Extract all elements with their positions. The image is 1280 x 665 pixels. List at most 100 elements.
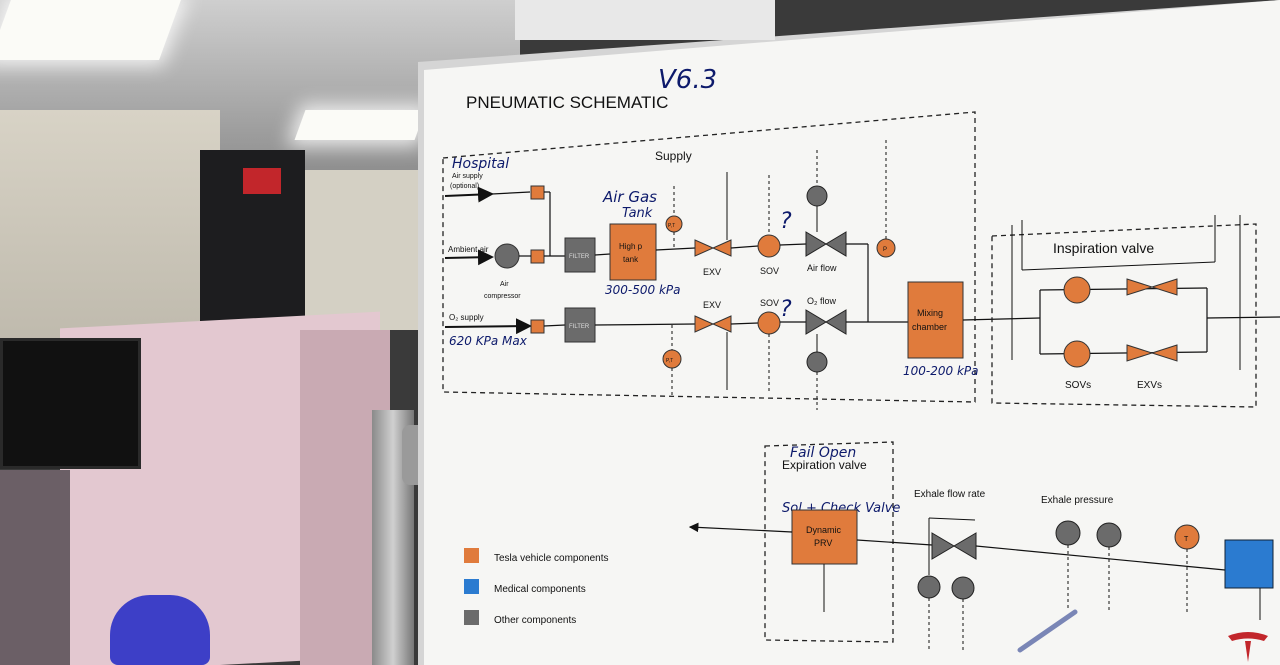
legend-label-tesla: Tesla vehicle components <box>494 553 609 564</box>
pipe <box>655 247 696 251</box>
office-wall <box>0 110 220 360</box>
legend-swatch-tesla <box>464 548 479 563</box>
tank-handwritten: Tank <box>622 206 653 221</box>
air-gas-handwritten: Air Gas <box>602 188 657 206</box>
legend: Tesla vehicle components Medical compone… <box>464 548 609 626</box>
o2-filter-label: FILTER <box>569 324 590 330</box>
o2-pressure-handwritten: 620 KPa Max <box>449 334 528 348</box>
dynamic-prv-label-2: PRV <box>814 538 832 548</box>
check-valve-ambient <box>530 249 545 264</box>
high-p-tank-label-2: tank <box>623 255 639 264</box>
cubicle-wall <box>0 470 70 665</box>
air-compressor <box>494 243 520 269</box>
sov-air <box>757 234 781 258</box>
legend-swatch-medical <box>464 579 479 594</box>
dynamic-prv-label: Dynamic <box>806 525 842 535</box>
air-supply-label: Air supply <box>452 173 483 180</box>
exhale-flow-gauge-1 <box>917 575 941 599</box>
monitor <box>0 338 141 469</box>
check-valve-o2 <box>530 319 545 334</box>
tesla-logo <box>1228 632 1268 662</box>
blue-glove <box>110 595 210 665</box>
inspiration-valve-box <box>991 223 1257 408</box>
pipe <box>975 545 1226 571</box>
pipe <box>730 245 759 249</box>
ambient-air-arrow <box>444 249 494 266</box>
expiration-valve-box <box>764 441 894 643</box>
marker-pen <box>1017 609 1078 653</box>
pipe <box>594 253 611 256</box>
o2-flow-gauge <box>806 351 828 373</box>
pipe <box>594 323 696 326</box>
air-supply-arrow <box>444 186 494 203</box>
exhale-flow-sensor <box>931 532 977 560</box>
o2-flow-sensor <box>805 309 847 335</box>
exhale-pressure-label: Exhale pressure <box>1041 495 1114 506</box>
dynamic-prv <box>791 509 858 565</box>
whiteboard-top-strip <box>515 0 775 40</box>
hospital-handwritten: Hospital <box>452 156 509 172</box>
supply-box <box>442 111 976 403</box>
air-filter <box>564 237 596 273</box>
pt-label: P,T <box>668 223 675 229</box>
legend-swatch-other <box>464 610 479 625</box>
inspiration-valve-label: Inspiration valve <box>1053 240 1154 256</box>
sovs-label: SOVs <box>1065 380 1091 391</box>
exvs-label: EXVs <box>1137 380 1162 391</box>
air-compressor-label: Air <box>500 281 509 288</box>
check-valve-hospital <box>530 185 545 200</box>
o2-supply-arrow <box>444 318 532 335</box>
exhale-flow-gauge-2 <box>951 576 975 600</box>
t-label: T <box>1184 536 1189 543</box>
o2-supply-label: O₂ supply <box>449 313 484 322</box>
air-flow-gauge <box>806 185 828 207</box>
legend-label-medical: Medical components <box>494 584 586 595</box>
question-mark-2: ? <box>780 297 792 322</box>
red-sign <box>243 168 281 194</box>
pipe <box>491 191 531 195</box>
o2-pt-label: P,T <box>666 358 673 364</box>
pipe <box>962 317 1041 321</box>
mixing-chamber-label-2: chamber <box>912 322 947 332</box>
medical-component <box>1224 539 1274 589</box>
air-compressor-label-2: compressor <box>484 293 521 300</box>
exhaust-arrow <box>688 522 793 533</box>
exv-air-label: EXV <box>703 267 721 277</box>
o2-filter <box>564 307 596 343</box>
pipe <box>543 324 566 327</box>
exv-air <box>694 239 732 257</box>
sov-air-label: SOV <box>760 266 779 276</box>
sov-o2 <box>757 311 781 335</box>
pipe <box>856 539 933 546</box>
mixing-chamber <box>907 281 964 359</box>
exhale-pressure-gauge-2 <box>1096 522 1122 548</box>
expiration-valve-label: Expiration valve <box>782 458 867 472</box>
question-mark: ? <box>780 209 792 234</box>
mixing-pressure-handwritten: 100-200 kPa <box>903 364 979 378</box>
sensor-line <box>928 517 976 521</box>
sov-inspiration-2 <box>1063 340 1091 368</box>
tank-pressure-handwritten: 300-500 kPa <box>605 283 681 297</box>
mixing-chamber-label: Mixing <box>917 308 943 318</box>
air-flow-label: Air flow <box>807 263 837 273</box>
schematic-title: PNEUMATIC SCHEMATIC <box>466 93 668 112</box>
exhale-pressure-gauge-1 <box>1055 520 1081 546</box>
version-handwritten: V6.3 <box>658 65 717 95</box>
exv-inspiration-1 <box>1126 278 1178 296</box>
air-flow-sensor <box>805 231 847 257</box>
exv-o2-label: EXV <box>703 300 721 310</box>
supply-label: Supply <box>655 149 692 163</box>
high-p-tank-label: High p <box>619 242 643 251</box>
p-label: P <box>883 247 887 253</box>
office-wall <box>300 170 420 330</box>
o2-flow-label: O₂ flow <box>807 296 837 306</box>
pipe <box>1206 316 1280 319</box>
fail-open-handwritten: Fail Open <box>790 445 856 461</box>
air-supply-optional-label: (optional) <box>450 183 479 190</box>
exv-o2 <box>694 315 732 333</box>
sov-o2-label: SOV <box>760 298 779 308</box>
pipe <box>779 243 807 246</box>
exv-inspiration-2 <box>1126 344 1178 362</box>
